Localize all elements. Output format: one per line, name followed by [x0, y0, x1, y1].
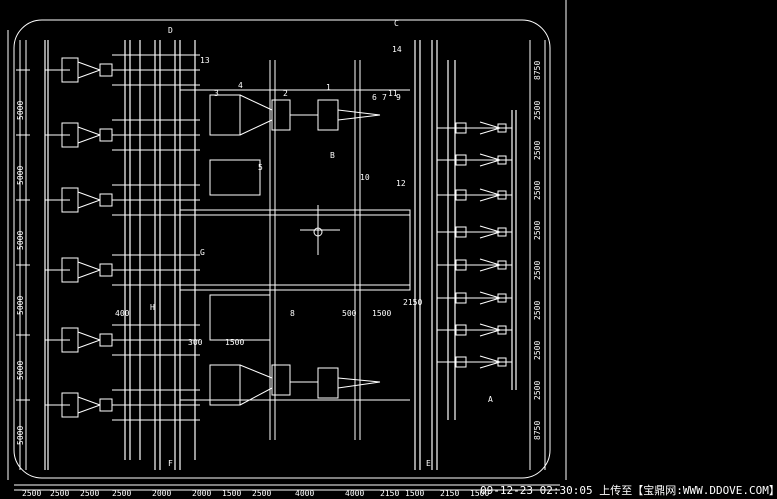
callout-label: 9 — [396, 93, 401, 102]
callout-label: 2 — [283, 89, 288, 98]
right-feeders — [437, 121, 512, 369]
right-dim-label: 2500 — [533, 221, 542, 240]
right-dim-label: 2500 — [533, 301, 542, 320]
left-dim-label: 5000 — [16, 101, 25, 120]
mid-dim-label: 1500 — [225, 338, 244, 347]
callout-label: G — [200, 248, 205, 257]
bottom-dim-label: 2150 — [440, 489, 459, 498]
callout-label: F — [168, 459, 173, 468]
left-dim-label: 5000 — [16, 426, 25, 445]
right-dim-label: 2500 — [533, 261, 542, 280]
right-dim-label: 2500 — [533, 141, 542, 160]
right-dim-label: 2500 — [533, 341, 542, 360]
dimension-texts: 5000500050005000500050008750250025002500… — [16, 19, 542, 498]
right-dim-label: 8750 — [533, 421, 542, 440]
bottom-dim-label: 2150 — [380, 489, 399, 498]
callout-label: 6 — [372, 93, 377, 102]
right-dim-label: 2500 — [533, 381, 542, 400]
callout-label: H — [150, 303, 155, 312]
bottom-dim-label: 1500 — [470, 489, 489, 498]
bottom-dim-label: 2000 — [192, 489, 211, 498]
bottom-dim-label: 2500 — [22, 489, 41, 498]
top-equipment — [209, 94, 381, 406]
callout-label: D — [168, 26, 173, 35]
callout-label: B — [330, 151, 335, 160]
callout-label: 4 — [238, 81, 243, 90]
mid-dim-label: 400 — [115, 309, 130, 318]
mid-dim-label: 300 — [188, 338, 203, 347]
mid-dim-label: 500 — [342, 309, 357, 318]
upload-footer: 09-12-23 02:30:05 上传至【宝鼎网:WWW.DDOVE.COM】 — [480, 484, 777, 497]
left-feeders — [45, 54, 200, 421]
bottom-dim-label: 2000 — [152, 489, 171, 498]
bottom-dim-label: 1500 — [222, 489, 241, 498]
callout-label: 8 — [290, 309, 295, 318]
callout-label: 7 — [382, 93, 387, 102]
left-busbar — [44, 40, 196, 470]
callout-label: 12 — [396, 179, 406, 188]
callout-label: 3 — [214, 89, 219, 98]
right-dim-label: 2500 — [533, 101, 542, 120]
left-dim-label: 5000 — [16, 361, 25, 380]
callout-label: A — [488, 395, 493, 404]
bottom-dim-label: 1500 — [405, 489, 424, 498]
bottom-dim-label: 2500 — [80, 489, 99, 498]
callout-label: 10 — [360, 173, 370, 182]
right-busbar — [414, 40, 517, 470]
drawing-frame — [7, 0, 567, 491]
mid-dim-label: 1500 — [372, 309, 391, 318]
right-dim-label: 2500 — [533, 181, 542, 200]
callout-label: 5 — [258, 163, 263, 172]
left-dim-label: 5000 — [16, 296, 25, 315]
callout-label: C — [394, 19, 399, 28]
callout-label: E — [426, 459, 431, 468]
left-dim-label: 5000 — [16, 166, 25, 185]
bottom-dim-label: 2500 — [252, 489, 271, 498]
bottom-dim-label: 2500 — [50, 489, 69, 498]
callout-label: 1 — [326, 83, 331, 92]
left-dim-label: 5000 — [16, 231, 25, 250]
left-dimension-line — [16, 40, 30, 470]
mid-dim-label: 2150 — [403, 298, 422, 307]
bottom-dim-label: 4000 — [345, 489, 364, 498]
right-dim-label: 8750 — [533, 61, 542, 80]
callout-label: 11 — [388, 89, 398, 98]
right-dimension-line — [529, 40, 546, 470]
callout-label: 13 — [200, 56, 210, 65]
bottom-dim-label: 4000 — [295, 489, 314, 498]
bottom-dim-label: 2500 — [112, 489, 131, 498]
callout-label: 14 — [392, 45, 402, 54]
